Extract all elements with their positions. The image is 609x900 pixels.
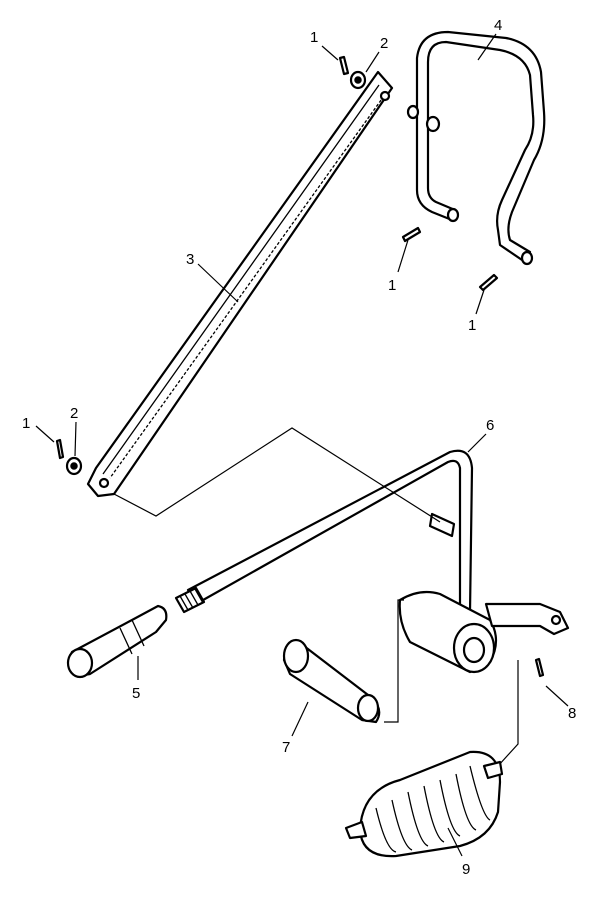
part-1-cotter-pin-left <box>55 438 65 460</box>
callout-4: 4 <box>494 17 502 34</box>
part-1-cotter-pin-mid <box>401 226 422 243</box>
pivot-hub <box>398 590 570 674</box>
callout-1-left: 1 <box>22 415 30 432</box>
callout-1-top: 1 <box>310 29 318 46</box>
callout-3: 3 <box>186 251 194 268</box>
part-3-link-bar <box>86 70 394 498</box>
callout-6: 6 <box>486 417 494 434</box>
shaft-connection-line <box>384 599 404 723</box>
callout-2-top: 2 <box>380 35 388 52</box>
part-1-cotter-pin-top <box>338 55 350 76</box>
callout-2-left: 2 <box>70 405 78 422</box>
part-1-cotter-pin-right <box>478 273 499 292</box>
spring-hook-line <box>497 660 519 767</box>
callout-7: 7 <box>282 739 290 756</box>
callout-leaders <box>35 33 569 857</box>
part-9-coil-spring <box>344 750 504 858</box>
callout-8: 8 <box>568 705 576 722</box>
callout-1-mid: 1 <box>388 277 396 294</box>
part-5-handle-grip <box>66 604 168 679</box>
part-2-washer-top <box>349 70 367 90</box>
threaded-end <box>174 586 206 614</box>
callout-labels: 1 2 4 3 1 1 1 2 6 5 7 8 9 <box>22 17 576 878</box>
part-1-cotter-pin-lower <box>534 657 545 678</box>
callout-5: 5 <box>132 685 140 702</box>
connection-line <box>113 427 441 523</box>
part-7-shaft-pin <box>282 638 381 724</box>
callout-9: 9 <box>462 861 470 878</box>
part-2-washer-left <box>65 456 83 476</box>
part-4-bracket <box>406 30 546 266</box>
callout-1-right: 1 <box>468 317 476 334</box>
